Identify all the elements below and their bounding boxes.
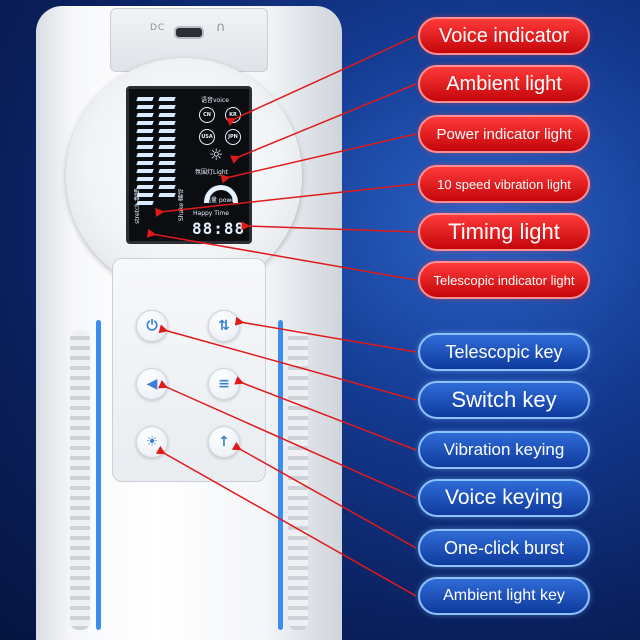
leader-timing-light [241, 221, 417, 233]
callout-telescopic-key: Telescopic key [418, 333, 590, 371]
light-bulb-icon: ☀ [145, 434, 159, 450]
dc-port [174, 26, 204, 39]
callout-voice-keying: Voice keying [418, 479, 590, 517]
leader-vibration-speed [155, 183, 417, 217]
leader-voice-keying [158, 380, 417, 499]
callout-power-indicator-light: Power indicator light [418, 115, 590, 153]
leader-telescopic-key [234, 316, 417, 353]
rocket-icon: ↑ [218, 434, 230, 450]
telescopic-key[interactable]: ⇅ [208, 310, 240, 342]
speaker-icon: ◀ [146, 376, 158, 392]
telescopic-icon: ⇅ [218, 318, 230, 334]
leader-ambient-light-key [155, 445, 417, 597]
switch-key[interactable]: ⏻ [136, 310, 168, 342]
callout-one-click-burst: One-click burst [418, 529, 590, 567]
lcd-display: 语音voice CN KR USA JPN ☼ 氛围灯Light 电量 powe… [126, 86, 252, 244]
leader-voice-indicator [226, 35, 417, 126]
lcd-power-label: 电量 power [205, 197, 238, 204]
lcd-voice-label: 语音voice [201, 97, 229, 104]
vibration-icon: ≡ [218, 376, 230, 392]
leader-switch-key [158, 324, 417, 401]
callout-telescopic-indicator-light: Telescopic indicator light [418, 261, 590, 299]
left-blue-strip [96, 320, 101, 630]
lcd-time-label: Happy Time [193, 210, 229, 217]
leader-ambient-light [230, 83, 417, 164]
callout-10-speed-vibration-light: 10 speed vibration light [418, 165, 590, 203]
dc-label: DC [150, 23, 166, 33]
right-blue-strip [278, 320, 283, 630]
headphone-icon: ∩ [216, 20, 226, 35]
callout-vibration-keying: Vibration keying [418, 431, 590, 469]
lcd-badge-usa: USA [199, 129, 215, 145]
lcd-timer-digits: 88:88 [192, 219, 246, 238]
sun-icon: ☼ [209, 145, 224, 164]
callout-switch-key: Switch key [418, 381, 590, 419]
leader-telescopic-indicator [146, 228, 417, 281]
callout-ambient-light-key: Ambient light key [418, 577, 590, 615]
power-gauge-icon [204, 185, 238, 203]
left-grip-groove [70, 330, 90, 630]
leader-vibration-keying [234, 376, 417, 451]
callout-timing-light: Timing light [418, 213, 590, 251]
leader-power-indicator [220, 133, 417, 184]
lcd-badge-cn: CN [199, 107, 215, 123]
power-icon: ⏻ [146, 318, 158, 334]
right-grip-groove [288, 330, 308, 630]
leader-one-click-burst [231, 441, 417, 549]
lcd-badge-jpn: JPN [225, 129, 241, 145]
callout-voice-indicator: Voice indicator [418, 17, 590, 55]
callout-ambient-light: Ambient light [418, 65, 590, 103]
lcd-light-label: 氛围灯Light [195, 169, 228, 176]
